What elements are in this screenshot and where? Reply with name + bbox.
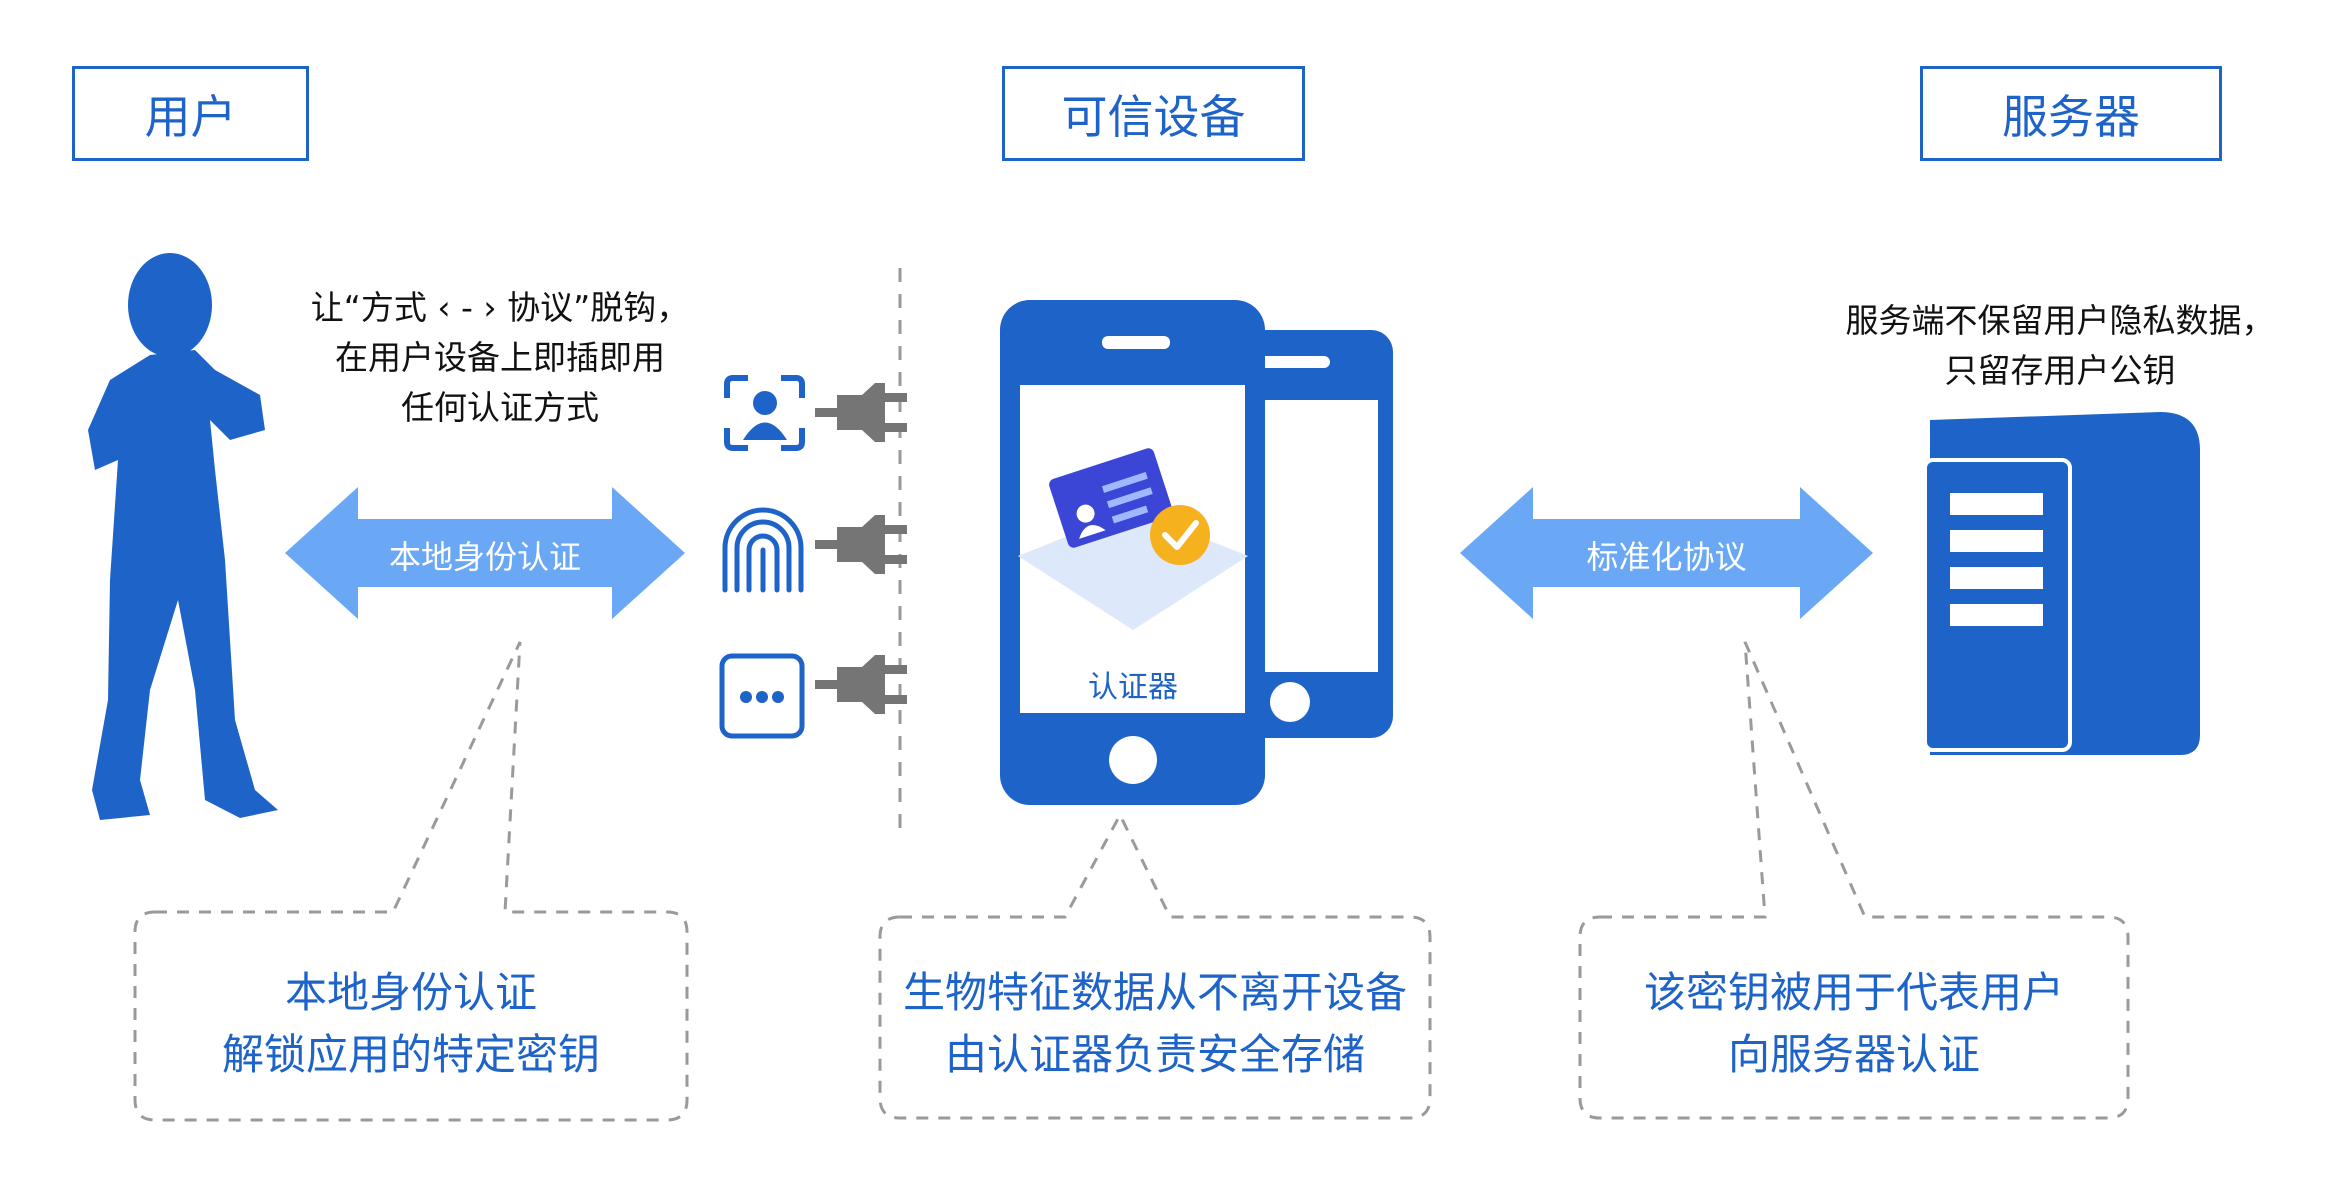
more-methods-icon	[719, 653, 805, 739]
callout-line: 解锁应用的特定密钥	[221, 1030, 600, 1079]
middle-callout-text: 生物特征数据从不离开设备 由认证器负责安全存储	[880, 962, 1430, 1086]
verified-badge-icon	[1150, 505, 1210, 565]
authenticator-phone	[1000, 300, 1265, 805]
server-note-line: 只留存用户公钥	[1944, 351, 2176, 390]
standard-protocol-double-arrow	[1460, 487, 1873, 619]
local-auth-double-arrow	[285, 487, 685, 619]
server-column-header: 服务器	[1920, 66, 2222, 161]
user-column-header: 用户	[72, 66, 309, 161]
user-note: 让“方式 ‹ - › 协议”脱钩， 在用户设备上即插即用 任何认证方式	[265, 283, 735, 433]
device-column-header: 可信设备	[1002, 66, 1305, 161]
device-column-title: 可信设备	[1061, 89, 1246, 144]
right-callout-text: 该密钥被用于代表用户 向服务器认证	[1580, 962, 2128, 1086]
right-callout-box	[1578, 641, 2130, 1120]
callout-line: 生物特征数据从不离开设备	[902, 968, 1407, 1017]
callout-line: 向服务器认证	[1727, 1030, 1980, 1079]
callout-line: 由认证器负责安全存储	[944, 1030, 1365, 1079]
local-auth-arrow-label: 本地身份认证	[388, 538, 581, 576]
plug-icon	[815, 383, 907, 442]
left-callout-box	[133, 641, 689, 1122]
middle-callout-box	[878, 811, 1432, 1120]
user-note-line: 在用户设备上即插即用	[335, 338, 665, 377]
standard-protocol-arrow-label: 标准化协议	[1586, 538, 1747, 576]
user-silhouette	[88, 253, 278, 820]
user-column-title: 用户	[144, 89, 237, 144]
callout-line: 该密钥被用于代表用户	[1643, 968, 2064, 1017]
server-icon	[1923, 412, 2200, 755]
callout-line: 本地身份认证	[284, 968, 537, 1017]
left-callout-text: 本地身份认证 解锁应用的特定密钥	[135, 962, 687, 1086]
face-recognition-icon	[724, 375, 805, 451]
id-card-icon	[1049, 448, 1173, 548]
server-note: 服务端不保留用户隐私数据， 只留存用户公钥	[1820, 296, 2300, 396]
authenticator-label: 认证器	[1088, 670, 1178, 705]
server-note-line: 服务端不保留用户隐私数据，	[1845, 301, 2275, 340]
server-column-title: 服务器	[2002, 89, 2140, 144]
fingerprint-icon	[722, 507, 804, 593]
user-note-line: 让“方式 ‹ - › 协议”脱钩，	[310, 288, 690, 327]
user-note-line: 任何认证方式	[401, 388, 599, 427]
plug-icon	[815, 515, 907, 574]
plug-icon	[815, 655, 907, 714]
